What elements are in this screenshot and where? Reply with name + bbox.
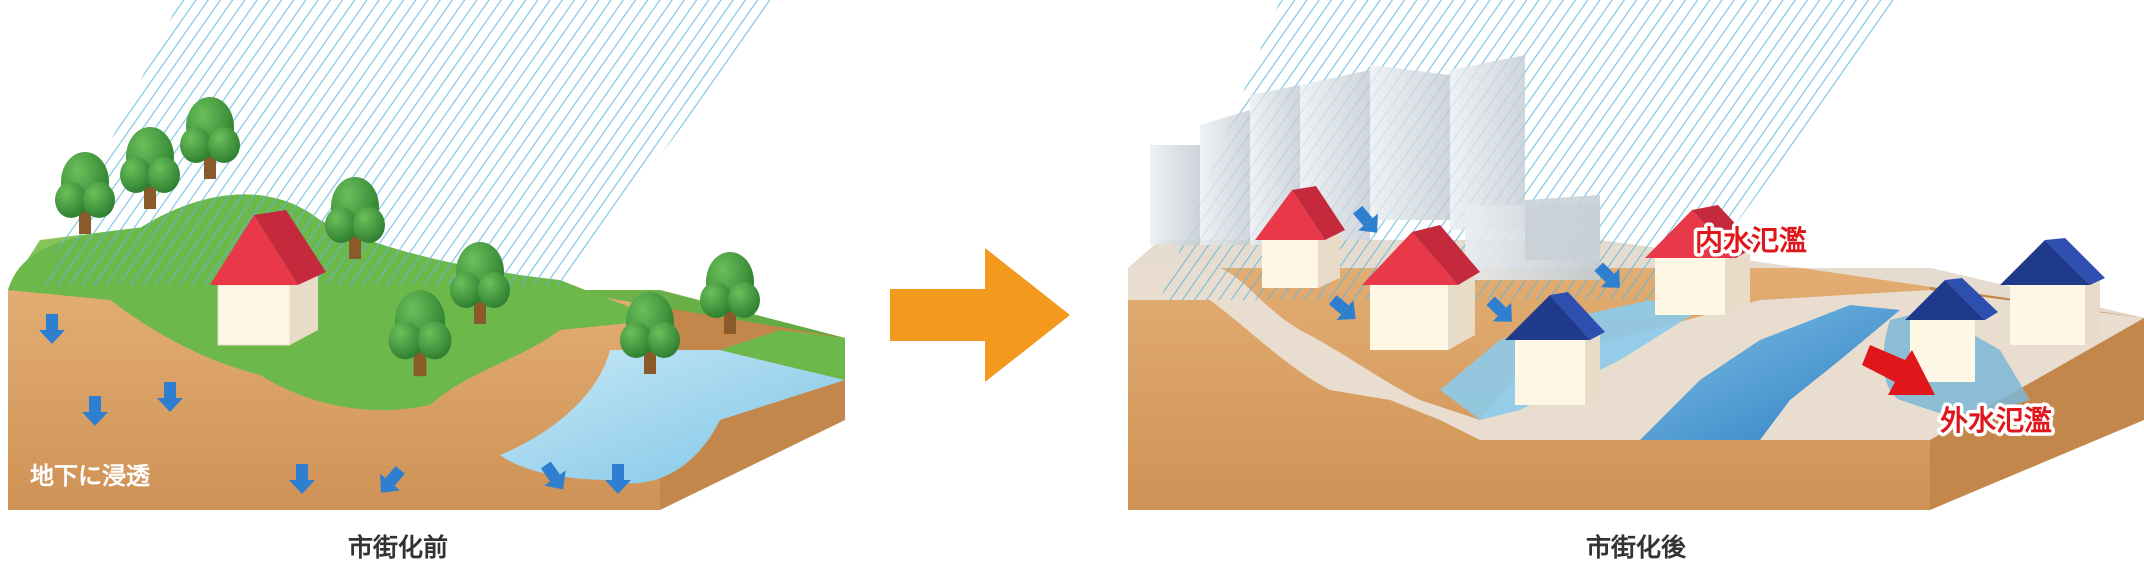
river-flood-label-group: 外水氾濫 外水氾濫 bbox=[1937, 401, 2056, 441]
river-bank-grass bbox=[720, 330, 845, 380]
rain-icon bbox=[40, 0, 780, 285]
before-caption: 市街化前 bbox=[347, 533, 449, 562]
after-caption: 市街化後 bbox=[1585, 533, 1687, 562]
inland-flood-label-group: 内水氾濫 内水氾濫 bbox=[1692, 221, 1811, 261]
before-panel: 地下に浸透 bbox=[8, 0, 845, 510]
river-flood-label-fill: 外水氾濫 bbox=[1940, 404, 2052, 437]
right-arrow-icon bbox=[890, 248, 1070, 382]
inland-flood-label: 内水氾濫 bbox=[1695, 224, 1807, 257]
house-icon-after bbox=[1255, 186, 2105, 405]
river-flood-water bbox=[1640, 305, 1900, 440]
inland-flood-label-fill: 内水氾濫 bbox=[1695, 224, 1807, 257]
urban-terrain bbox=[1128, 262, 2144, 440]
river-flood-label: 外水氾濫 bbox=[1940, 404, 2052, 437]
river-channel bbox=[500, 350, 845, 484]
overflow-arrow-icon bbox=[1862, 345, 1935, 395]
house-icon bbox=[210, 210, 326, 346]
infiltration-label: 地下に浸透 bbox=[30, 462, 151, 490]
hill-cut-face bbox=[8, 290, 430, 510]
after-panel: 内水氾濫 内水氾濫 外水氾濫 外水氾濫 bbox=[1128, 0, 2144, 510]
